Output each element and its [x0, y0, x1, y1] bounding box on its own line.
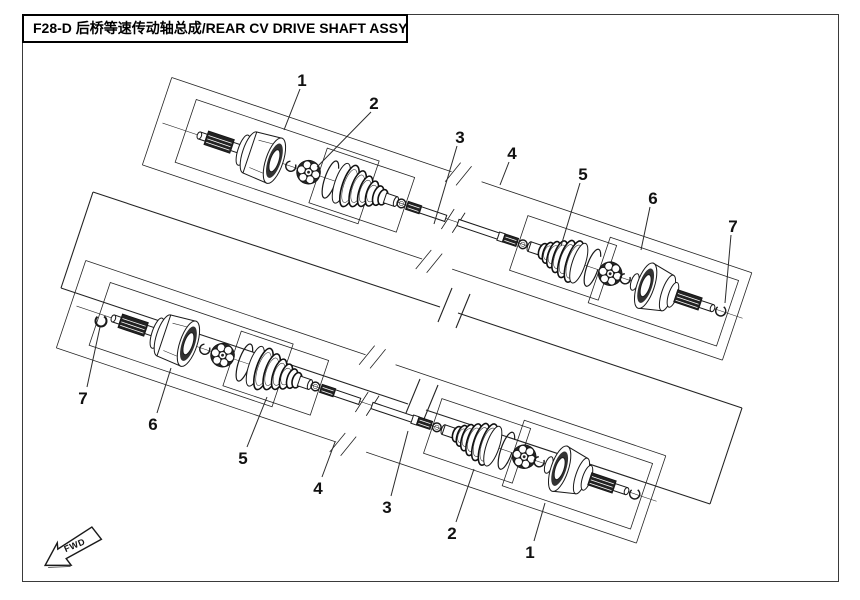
callout-leader-line: [390, 430, 409, 497]
lower-left-snap-ring: [94, 314, 108, 328]
callout-leader-line: [433, 145, 458, 225]
callout-number: 7: [78, 389, 87, 408]
callout-number: 6: [648, 189, 657, 208]
callout-number: 1: [525, 543, 534, 562]
callout-number: 2: [447, 524, 456, 543]
callout-number: 5: [578, 165, 587, 184]
callout-number: 3: [382, 498, 391, 517]
overall-shaft-outline-box: [60, 191, 743, 505]
callout-number: 4: [313, 479, 323, 498]
callout-leader-line: [724, 234, 732, 304]
callout-leader-line: [560, 182, 581, 247]
callout-leader-line: [86, 326, 101, 388]
callout-number: 2: [369, 94, 378, 113]
callout-leader-line: [499, 161, 510, 186]
callouts-lower: 7 6 5 4 3 2 1: [78, 326, 546, 562]
callout-number: 6: [148, 415, 157, 434]
callout-number: 3: [455, 128, 464, 147]
callout-leader-line: [283, 88, 301, 131]
callout-leader-line: [533, 502, 546, 542]
callout-number: 7: [728, 217, 737, 236]
upper-drive-shaft-assembly: [137, 65, 762, 374]
callout-leader-line: [640, 206, 651, 251]
callout-leader-line: [246, 396, 268, 448]
lower-drive-shaft-assembly: [51, 248, 676, 557]
page-border: [22, 14, 839, 582]
callout-number: 5: [238, 449, 247, 468]
forward-direction-arrow: FWD: [43, 526, 103, 568]
callout-leader-line: [321, 441, 336, 478]
callout-number: 1: [297, 71, 306, 90]
callout-leader-line: [316, 111, 372, 168]
callout-leader-line: [156, 367, 172, 414]
callout-leader-line: [455, 468, 475, 523]
callout-number: 4: [507, 144, 517, 163]
callouts-upper: 1 2 3 4 5 6 7: [283, 71, 738, 304]
page-title: F28-D 后桥等速传动轴总成/REAR CV DRIVE SHAFT ASSY: [22, 14, 408, 43]
